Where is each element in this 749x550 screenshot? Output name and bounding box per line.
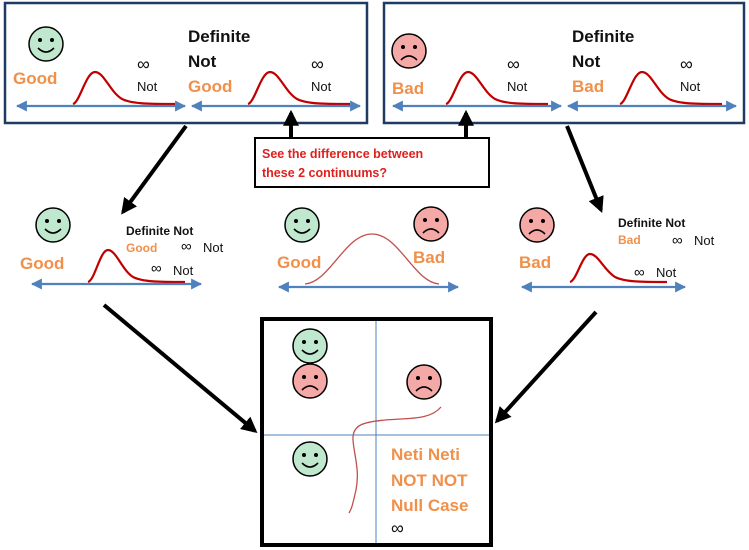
definite-not-label-2: Definite Not [618,216,685,230]
good-small-label: Good [126,241,157,255]
arrow-middle-right-to-grid [494,310,598,424]
infinity-symbol-icon-6: ∞ [151,260,162,277]
not-label-7: Not [694,233,715,248]
top-left-panel: Good ∞ Not Definite Not Good ∞ Not [3,1,369,125]
arrow-top-left-to-middle-left [121,124,188,215]
frowning-face-icon [391,33,427,69]
definite-not-label: Definite Not [126,224,193,238]
arrow-middle-left-to-grid [102,303,258,434]
infinity-symbol-icon: ∞ [137,54,150,74]
infinity-symbol-icon-3: ∞ [507,54,520,74]
neti-neti-label: Neti Neti [391,445,460,464]
not-not-label: NOT NOT [391,471,468,490]
callout-line-2: these 2 continuums? [262,166,387,180]
bad-label-2: Bad [572,77,604,96]
middle-left-continuum: Good Definite Not Good ∞ Not ∞ Not [20,207,224,290]
null-case-label: Null Case [391,496,468,515]
middle-center-continuum: Good Bad [277,206,460,293]
callout-line-1: See the difference between [262,147,423,161]
wandering-path [348,406,442,514]
not-label-5: Not [203,240,224,255]
not-label-4: Not [680,79,701,94]
not-label-2: Not [311,79,332,94]
bottom-quadrant-grid: Neti Neti NOT NOT Null Case ∞ [260,317,493,547]
good-label: Good [13,69,57,88]
infinity-symbol-icon-7: ∞ [672,232,683,249]
smiley-face-icon-2 [35,207,71,243]
infinity-symbol-icon-5: ∞ [181,238,192,255]
smiley-face-icon-4 [292,328,328,364]
middle-right-continuum: Bad Definite Not Bad ∞ Not ∞ Not [519,207,715,293]
infinity-symbol-icon-2: ∞ [311,54,324,74]
definite-label-2: Definite [572,27,634,46]
bad-label: Bad [392,79,424,98]
infinity-symbol-icon-9: ∞ [391,518,404,538]
callout-frame [254,137,490,188]
not-label: Not [137,79,158,94]
infinity-symbol-icon-8: ∞ [634,264,645,281]
frowning-face-icon-5 [406,364,442,400]
good-label-2: Good [188,77,232,96]
bad-small-label: Bad [618,233,641,247]
smiley-face-icon [28,26,64,62]
good-label-4: Good [277,253,321,272]
not-heading-2: Not [572,52,601,71]
infinity-symbol-icon-4: ∞ [680,54,693,74]
distribution-curve-6 [569,252,668,284]
arrow-top-right-to-middle-right [565,125,604,213]
frowning-face-icon-2 [413,206,449,242]
smiley-face-icon-5 [292,441,328,477]
good-label-3: Good [20,254,64,273]
top-right-panel: Bad ∞ Not Definite Not Bad ∞ Not [382,1,746,125]
frowning-face-icon-3 [519,207,555,243]
bad-label-4: Bad [519,253,551,272]
bad-label-3: Bad [413,248,445,267]
not-label-3: Not [507,79,528,94]
callout-box: See the difference between these 2 conti… [254,109,490,188]
not-label-8: Not [656,265,677,280]
bell-curve [304,233,440,285]
smiley-face-icon-3 [284,207,320,243]
frowning-face-icon-4 [292,363,328,399]
not-heading: Not [188,52,217,71]
not-label-6: Not [173,263,194,278]
definite-label: Definite [188,27,250,46]
